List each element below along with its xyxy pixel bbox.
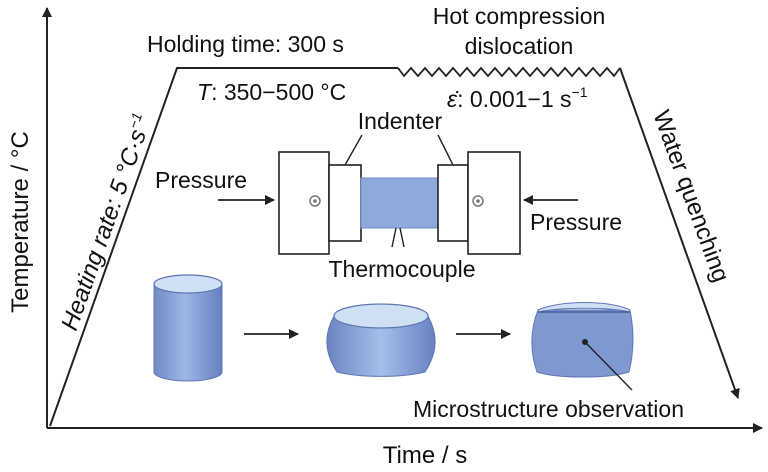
left-anvil xyxy=(278,151,330,255)
pressure-left-label: Pressure xyxy=(155,167,247,193)
strain-rate-label: ε̇: 0.001−1 s−1 xyxy=(447,84,588,112)
holding-time-label: Holding time: 300 s xyxy=(147,31,344,57)
barrel-specimen xyxy=(326,303,436,377)
compression-zigzag-line xyxy=(397,66,621,78)
indenter-label: Indenter xyxy=(358,108,443,134)
water-quenching-label: Water quenching xyxy=(647,107,734,286)
right-indenter xyxy=(437,164,469,242)
quenching-line xyxy=(619,67,740,399)
y-axis-label: Temperature / °C xyxy=(7,131,34,313)
thermocouple-label: Thermocouple xyxy=(328,256,475,282)
sectioned-specimen xyxy=(531,302,634,391)
left-bolt-icon xyxy=(309,195,321,207)
dislocation-label: dislocation xyxy=(465,33,574,59)
heating-rate-label: Heating rate: 5 °C·s−1 xyxy=(54,110,157,334)
specimen-in-apparatus xyxy=(360,177,439,229)
microstructure-label: Microstructure observation xyxy=(413,396,684,422)
cylinder-specimen xyxy=(153,274,223,382)
thermocouple-wire xyxy=(391,227,405,248)
indenter-leader-right xyxy=(437,134,454,166)
heating-ramp-line xyxy=(49,67,398,427)
indenter-leader-left xyxy=(344,134,363,166)
observation-leader xyxy=(584,341,633,391)
left-indenter xyxy=(328,164,362,242)
compression-apparatus xyxy=(218,134,578,255)
temperature-range-label: T: 350−500 °C xyxy=(197,79,346,105)
right-bolt-icon xyxy=(472,195,484,207)
hot-compression-label: Hot compression xyxy=(433,3,606,29)
x-axis-label: Time / s xyxy=(383,442,467,469)
right-anvil xyxy=(467,151,521,255)
pressure-right-label: Pressure xyxy=(530,209,622,235)
